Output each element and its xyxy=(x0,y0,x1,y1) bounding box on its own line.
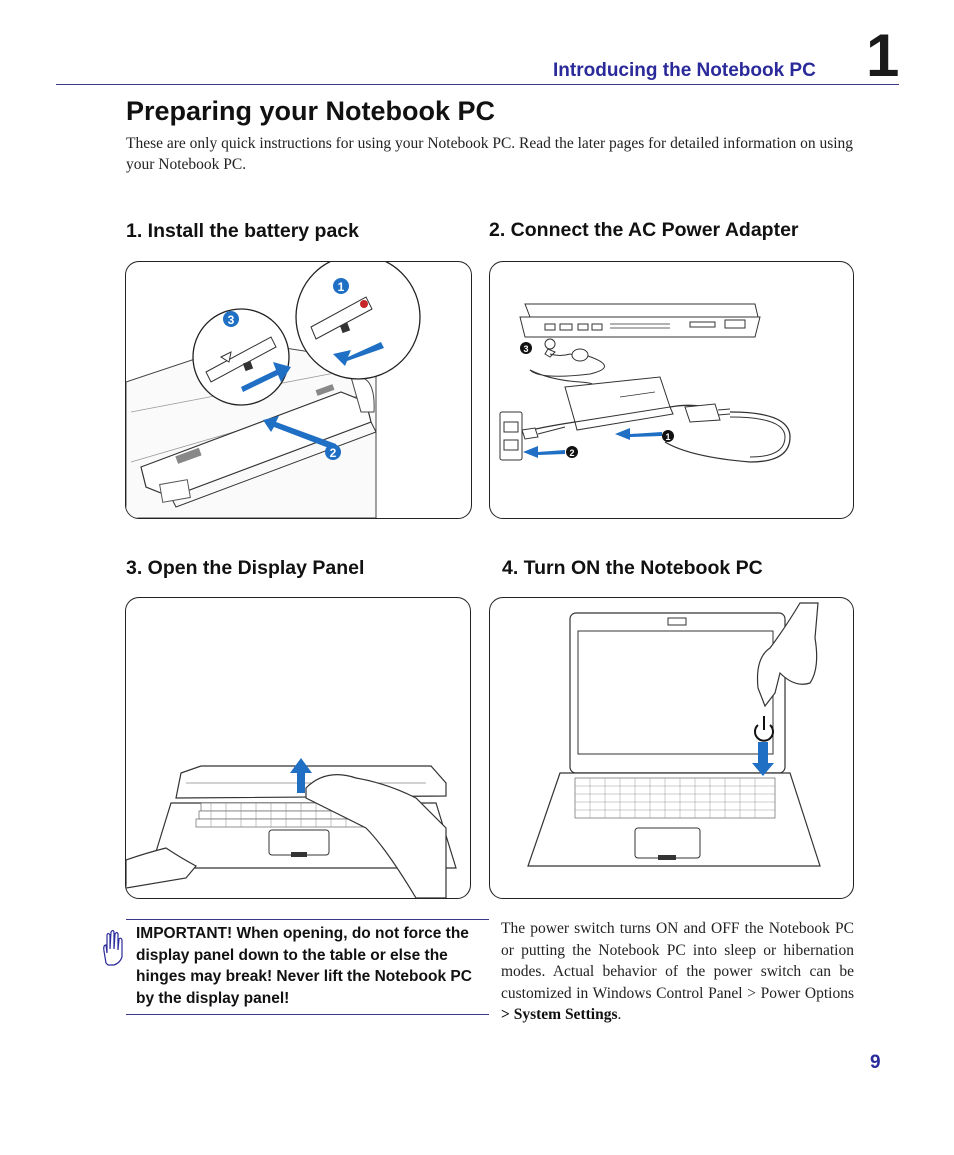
arrow-wall-plug xyxy=(523,446,565,458)
svg-text:3: 3 xyxy=(523,344,528,354)
arrow-unlock xyxy=(333,342,384,366)
running-header: Introducing the Notebook PC xyxy=(553,60,816,81)
svg-text:1: 1 xyxy=(665,432,670,442)
step-3-heading: 3. Open the Display Panel xyxy=(126,557,365,579)
svg-text:2: 2 xyxy=(330,446,337,460)
open-display-figure xyxy=(125,597,471,899)
arrow-lift xyxy=(290,758,312,793)
power-icon xyxy=(754,716,774,742)
chapter-number: 1 xyxy=(866,22,900,89)
badge-1: 1 xyxy=(662,430,674,442)
battery-install-figure: 1 2 3 xyxy=(125,261,472,519)
arrow-press xyxy=(752,742,774,776)
badge-2: 2 xyxy=(566,446,578,458)
power-switch-note: The power switch turns ON and OFF the No… xyxy=(501,920,854,1023)
step-4-heading: 4. Turn ON the Notebook PC xyxy=(502,557,763,579)
badge-2: 2 xyxy=(325,444,341,460)
arrow-adapter-plug xyxy=(615,428,662,440)
important-bottom-rule xyxy=(126,1014,489,1015)
page-number: 9 xyxy=(870,1052,881,1073)
header-divider xyxy=(56,84,899,85)
badge-3: 3 xyxy=(520,342,532,354)
step-2-heading: 2. Connect the AC Power Adapter xyxy=(489,219,799,241)
page-title: Preparing your Notebook PC xyxy=(126,96,496,126)
badge-3: 3 xyxy=(223,311,239,327)
arrow-lock xyxy=(241,362,291,392)
arrow-insert xyxy=(263,416,336,450)
important-note: IMPORTANT! When opening, do not force th… xyxy=(136,925,472,1007)
badge-1: 1 xyxy=(333,278,349,294)
power-on-figure xyxy=(489,597,854,899)
zoom-bubble-unlock xyxy=(295,262,421,380)
ac-adapter-figure: 1 2 3 xyxy=(489,261,854,519)
hand-icon xyxy=(100,927,126,967)
intro-paragraph: These are only quick instructions for us… xyxy=(126,135,854,173)
important-top-rule xyxy=(126,919,489,920)
svg-text:1: 1 xyxy=(338,280,345,294)
svg-text:3: 3 xyxy=(228,313,235,327)
svg-text:2: 2 xyxy=(569,448,574,458)
step-1-heading: 1. Install the battery pack xyxy=(126,220,360,242)
